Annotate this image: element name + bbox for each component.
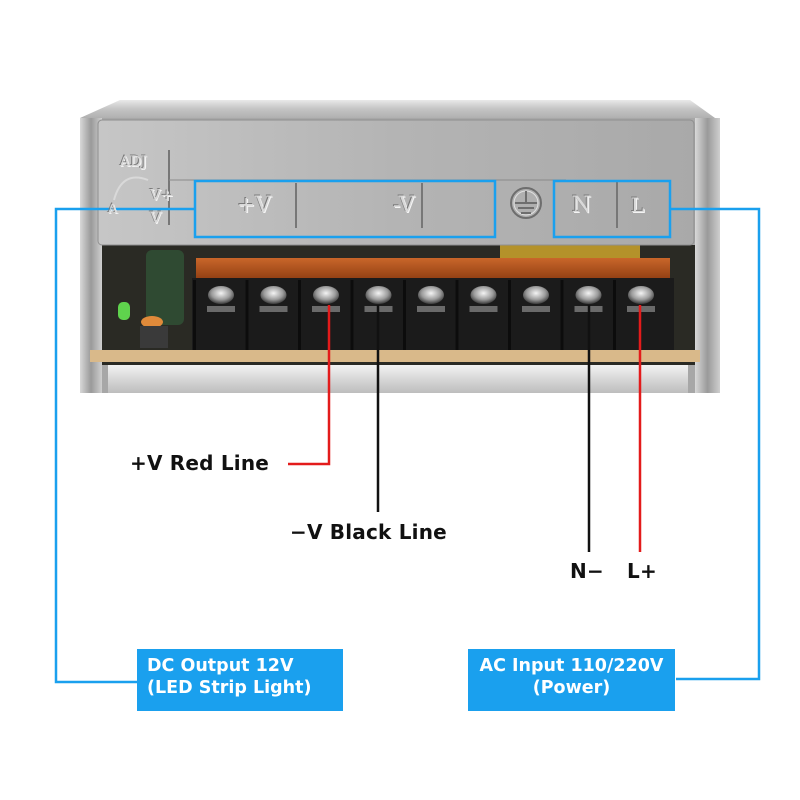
trimmer-base: [140, 326, 168, 348]
terminal-separator: [403, 280, 406, 350]
trimmer-potentiometer: [141, 316, 163, 328]
panel-adj-vplus-text: V+: [150, 186, 174, 204]
case-left-side: [80, 118, 102, 393]
led-indicator: [118, 302, 130, 320]
ac-connector-line: [670, 207, 761, 681]
dc-output-line2: (LED Strip Light): [147, 678, 312, 698]
terminal-washer: [469, 306, 498, 312]
terminal-cover: [196, 258, 670, 280]
neutral-wire-label: N−: [570, 559, 604, 583]
label-panel: [97, 119, 695, 246]
terminal-separator: [298, 280, 301, 350]
panel-minus-v-text: -V: [393, 193, 415, 218]
panel-adj-a-text: A: [108, 202, 118, 217]
terminal-separator: [613, 280, 616, 350]
dc-output-line1: DC Output 12V: [147, 656, 294, 676]
case-right-side: [695, 118, 720, 393]
terminal-screw[interactable]: [628, 286, 654, 304]
terminal-separator: [455, 280, 459, 350]
panel-plus-v-text: +V: [237, 193, 272, 218]
terminal-separator: [508, 280, 511, 350]
terminal-washer: [312, 306, 340, 312]
ac-input-callout: AC Input 110/220V (Power): [468, 649, 675, 711]
pcb-board: [90, 350, 700, 362]
terminal-separator: [350, 280, 354, 350]
terminal-screw[interactable]: [470, 286, 497, 304]
case-bottom-rail: [108, 365, 688, 393]
ac-input-line1: AC Input 110/220V: [479, 656, 664, 676]
terminal-screw[interactable]: [313, 286, 339, 304]
terminal-washer: [207, 306, 235, 312]
earth-ground-icon: [510, 187, 542, 219]
capacitor: [146, 250, 184, 325]
terminal-screw[interactable]: [575, 286, 602, 304]
plus-v-red-wire: [288, 305, 331, 466]
dc-connector-line: [54, 207, 195, 684]
dc-output-callout: DC Output 12V (LED Strip Light): [137, 649, 343, 711]
plus-v-wire-label: +V Red Line: [130, 451, 270, 475]
terminal-screw[interactable]: [523, 286, 549, 304]
panel-l-text: L: [631, 193, 645, 217]
terminal-screw[interactable]: [418, 286, 444, 304]
case-top: [80, 100, 715, 118]
terminal-separator: [245, 280, 249, 350]
adj-arc-icon: [113, 176, 149, 201]
terminal-screw[interactable]: [260, 286, 287, 304]
terminal-screw[interactable]: [208, 286, 234, 304]
terminal-washer: [522, 306, 550, 312]
terminal-separator: [560, 280, 564, 350]
panel-adj-text: ADJ: [120, 154, 147, 170]
terminal-separator: [193, 280, 196, 350]
panel-n-text: N: [572, 193, 592, 218]
minus-v-wire-label: −V Black Line: [290, 520, 447, 544]
terminal-screw[interactable]: [365, 286, 392, 304]
terminal-washer: [259, 306, 288, 312]
ac-input-line2: (Power): [532, 678, 611, 698]
panel-adj-v-text: V: [150, 208, 162, 227]
power-supply-case: [80, 100, 720, 393]
terminal-washer: [417, 306, 445, 312]
live-wire-label: L+: [627, 559, 657, 583]
